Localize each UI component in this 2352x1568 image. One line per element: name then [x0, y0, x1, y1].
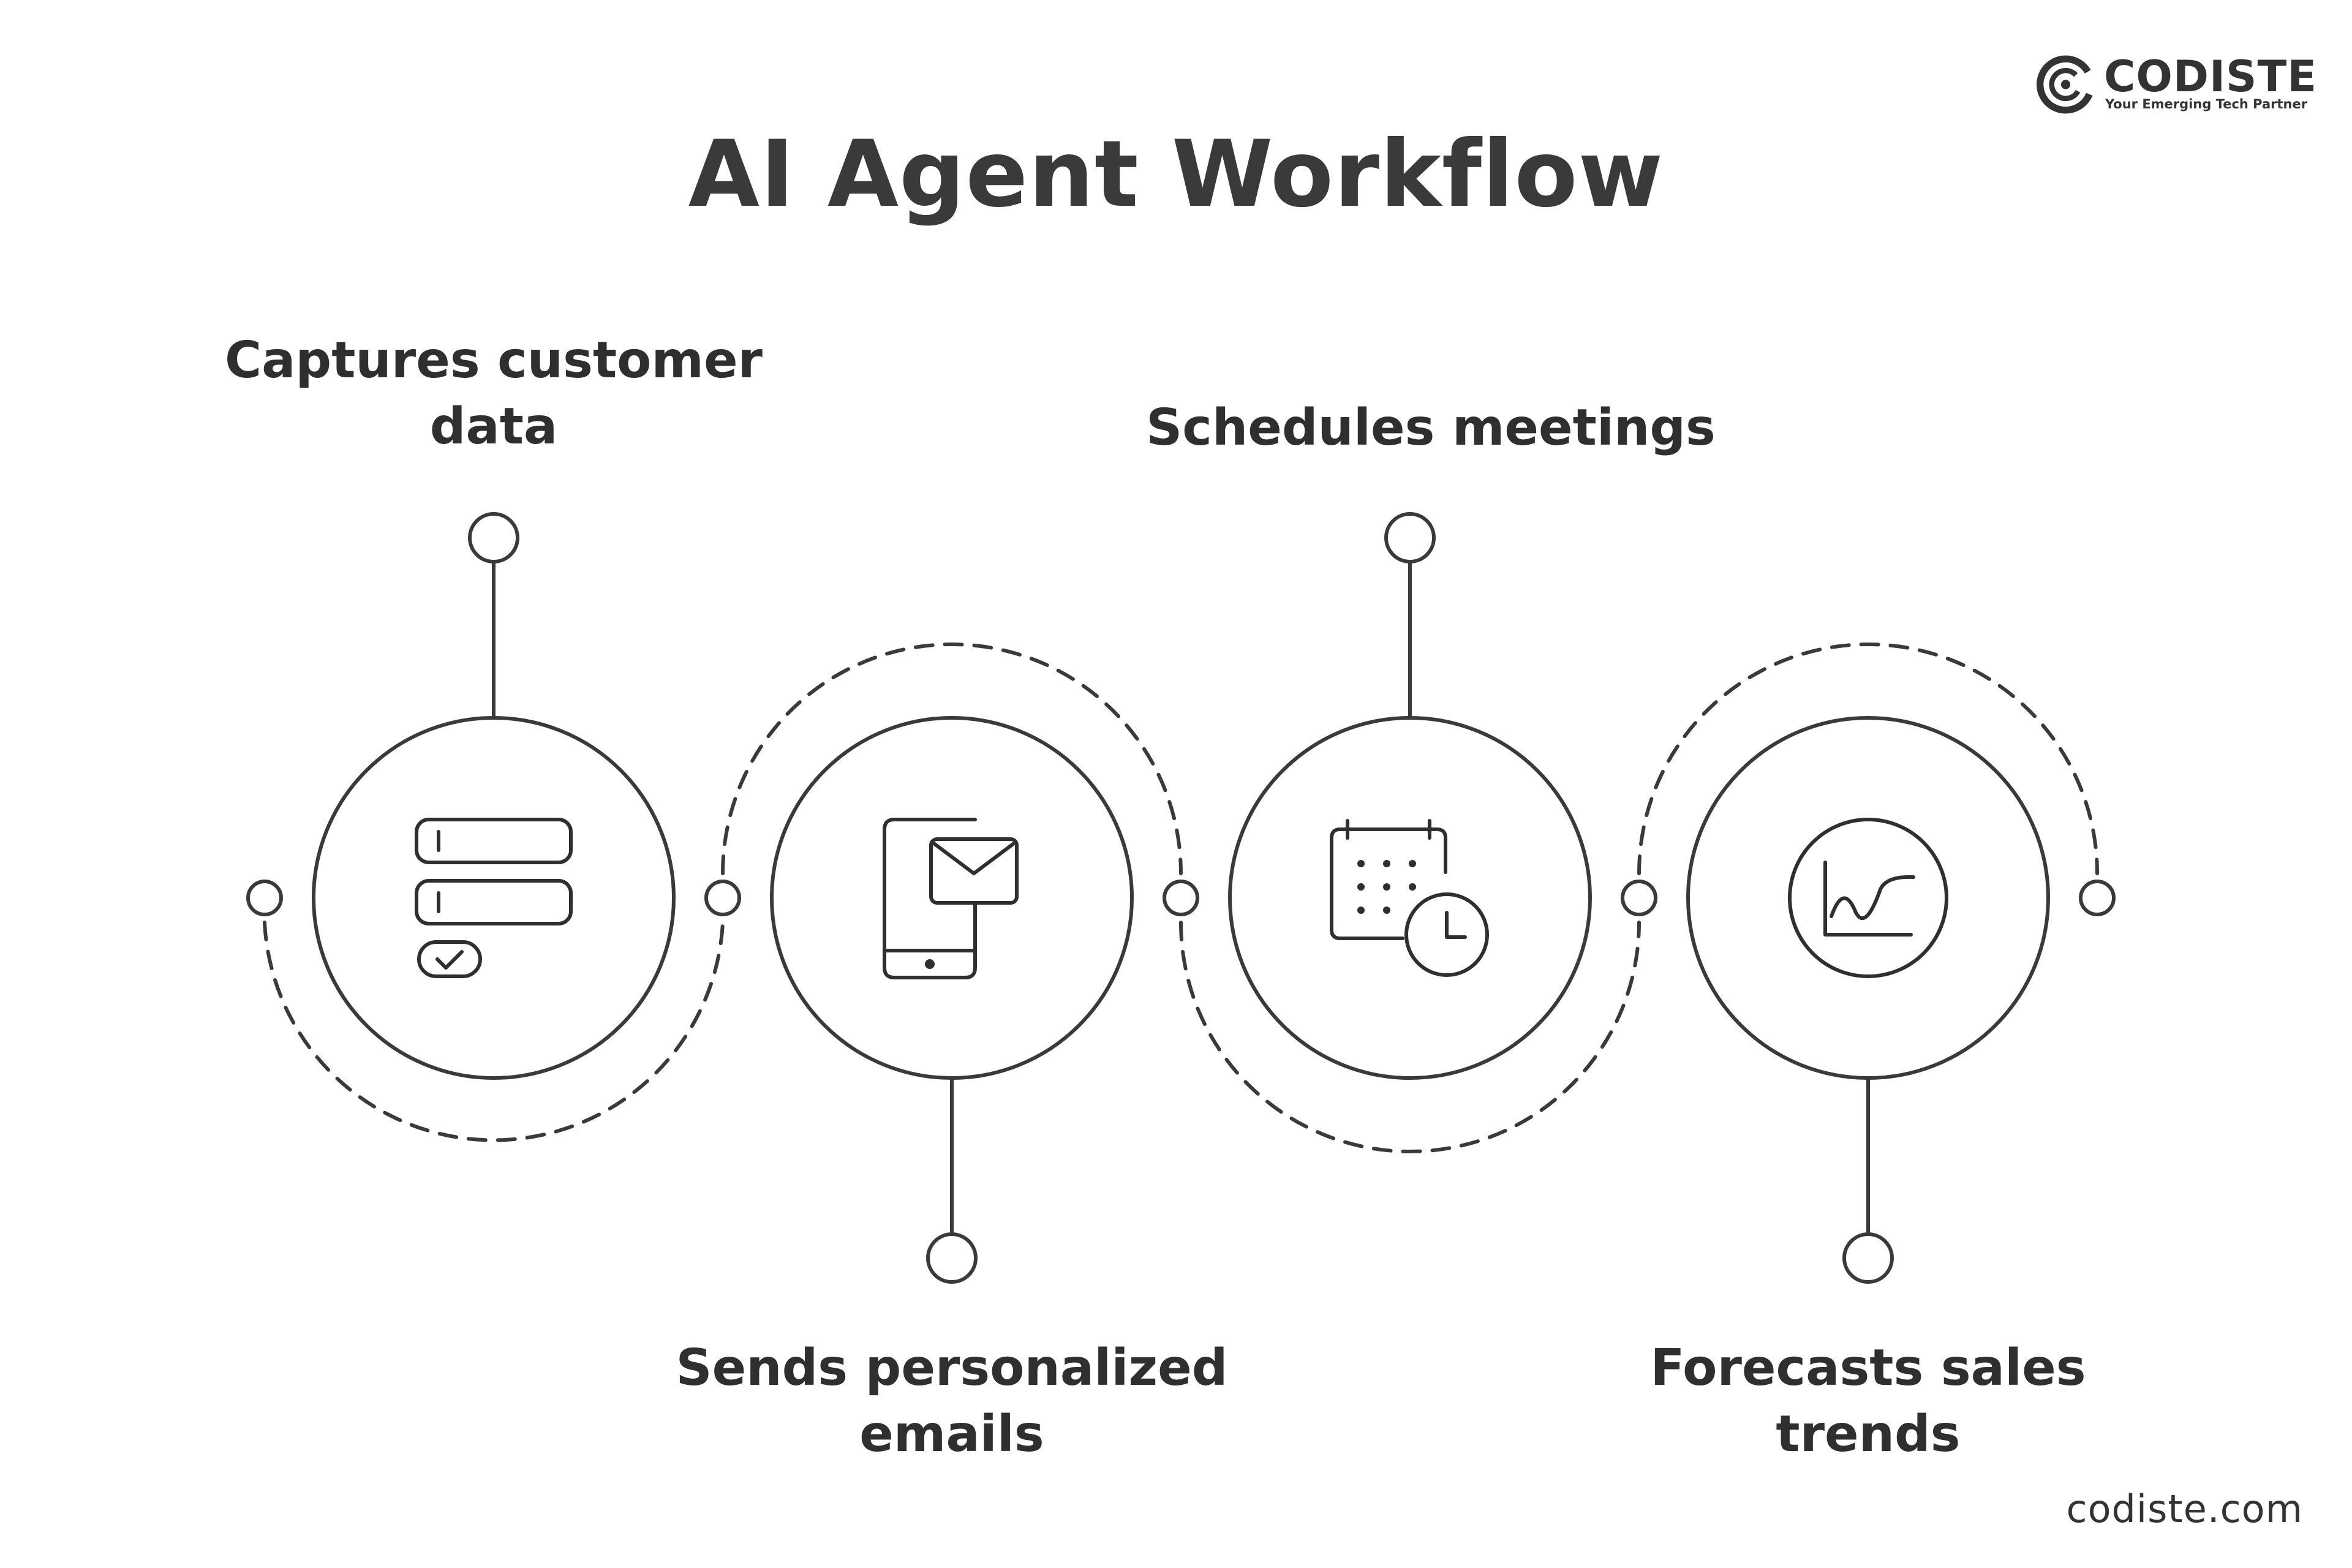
- step-1-circle: [312, 716, 676, 1080]
- step-label-1-line1: Captures customer: [224, 331, 763, 390]
- step-2-pin: [926, 1232, 978, 1284]
- logo-name: CODISTE: [2104, 51, 2318, 102]
- step-label-1-line2: data: [429, 398, 558, 456]
- step-1-pin: [468, 512, 519, 564]
- trend-chart-icon: [1788, 818, 1948, 978]
- step-4-pin: [1842, 1232, 1894, 1284]
- step-label-2-line2: emails: [859, 1405, 1044, 1464]
- step-label-1: Captures customer data: [157, 328, 831, 460]
- connector-arc-1: [263, 897, 725, 1142]
- step-label-2-line1: Sends personalized: [676, 1339, 1228, 1397]
- step-3-circle: [1228, 716, 1592, 1080]
- step-label-4: Forecasts sales trends: [1531, 1335, 2205, 1468]
- calendar-clock-icon: [1330, 819, 1489, 977]
- step-3-pin: [1384, 512, 1436, 564]
- step-label-3-line1: Schedules meetings: [1146, 399, 1716, 457]
- step-label-3: Schedules meetings: [1094, 395, 1768, 461]
- footer-url: codiste.com: [2066, 1487, 2303, 1531]
- connector-arc-2: [721, 643, 1183, 875]
- logo-tagline: Your Emerging Tech Partner: [2105, 97, 2308, 111]
- connector-node-4: [1621, 880, 1657, 916]
- step-4-circle: [1686, 716, 2050, 1080]
- connector-node-5: [2079, 880, 2116, 916]
- connector-arc-4: [1637, 643, 2099, 875]
- form-checklist-icon: [415, 818, 573, 978]
- step-label-4-line1: Forecasts sales: [1650, 1339, 2086, 1397]
- step-label-2: Sends personalized emails: [615, 1335, 1289, 1468]
- connector-node-3: [1163, 880, 1199, 916]
- connector-node-2: [704, 880, 741, 916]
- step-label-4-line2: trends: [1776, 1405, 1961, 1464]
- connector-node-1: [246, 880, 283, 916]
- brand-logo: CODISTE Your Emerging Tech Partner: [2037, 54, 2316, 121]
- codiste-logo-icon: [2037, 55, 2095, 114]
- page-title: AI Agent Workflow: [688, 121, 1664, 228]
- connector-arc-3: [1179, 921, 1641, 1153]
- mobile-email-icon: [883, 818, 1019, 979]
- calendar-dots: [1357, 860, 1416, 914]
